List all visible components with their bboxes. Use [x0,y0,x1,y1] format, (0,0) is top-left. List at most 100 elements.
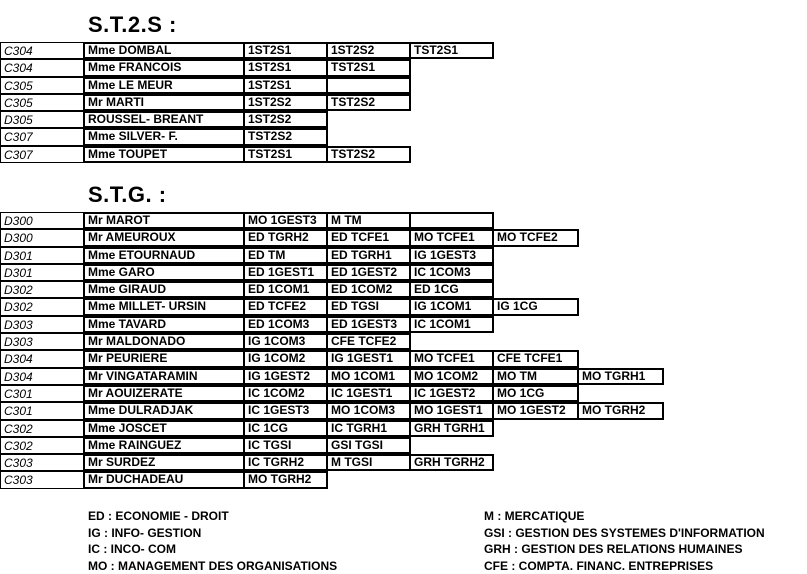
class-cell: ED 1GEST2 [326,264,411,281]
teacher-name-cell: Mme JOSCET [83,420,245,437]
class-cell [409,212,494,229]
legend-item: GSI : GESTION DES SYSTEMES D'INFORMATION [484,525,765,542]
teacher-name-cell: Mme MILLET- URSIN [83,298,245,315]
room-cell: D302 [0,281,84,298]
class-cell: ED 1COM3 [243,316,328,333]
class-cell: IC 1GEST3 [243,402,328,419]
class-cell: IC 1COM1 [409,316,494,333]
class-cell [326,77,411,94]
class-cell: ED 1COM2 [326,281,411,298]
class-cell: IC 1COM2 [243,385,328,402]
room-cell: D304 [0,368,84,385]
teacher-name-cell: Mr AMEUROUX [83,229,245,246]
room-cell: C303 [0,454,84,471]
room-cell: D301 [0,247,84,264]
class-cell: 1ST2S1 [243,42,328,59]
class-cell: MO 1GEST1 [409,402,494,419]
section-title-stg: S.T.G. : [88,182,167,208]
room-cell: C304 [0,42,84,59]
room-cell: C304 [0,59,84,76]
teacher-name-cell: Mr AOUIZERATE [83,385,245,402]
room-cell: C307 [0,146,84,163]
legend-item: GRH : GESTION DES RELATIONS HUMAINES [484,541,765,558]
room-cell: D301 [0,264,84,281]
class-cell: 1ST2S1 [243,59,328,76]
class-cell: IC 1GEST1 [326,385,411,402]
legend-item: ED : ECONOMIE - DROIT [88,508,337,525]
teacher-name-cell: Mr DUCHADEAU [83,471,245,488]
class-cell: ED 1GEST1 [243,264,328,281]
class-cell: MO TM [492,368,579,385]
room-cell: C302 [0,420,84,437]
teacher-name-cell: Mr SURDEZ [83,454,245,471]
class-cell: MO TCFE1 [409,350,494,367]
class-cell: CFE TCFE2 [326,333,411,350]
class-cell: M TM [326,212,411,229]
teacher-name-cell: Mme LE MEUR [83,77,245,94]
class-cell: M TGSI [326,454,411,471]
room-cell: C302 [0,437,84,454]
class-cell: MO 1COM2 [409,368,494,385]
class-cell: IC TGSI [243,437,328,454]
class-cell: ED 1GEST3 [326,316,411,333]
section-title-st2s: S.T.2.S : [88,12,177,38]
class-cell: ED TGRH1 [326,247,411,264]
teacher-name-cell: Mr MALDONADO [83,333,245,350]
class-cell: IG 1GEST3 [409,247,494,264]
class-cell: IG 1COM2 [243,350,328,367]
class-cell: TST2S1 [409,42,494,59]
room-cell: C303 [0,471,84,488]
class-cell: TST2S2 [326,146,411,163]
teacher-name-cell: Mr PEURIERE [83,350,245,367]
legend-left: ED : ECONOMIE - DROIT IG : INFO- GESTION… [88,508,337,574]
class-cell: IG 1GEST1 [326,350,411,367]
room-cell: D302 [0,298,84,315]
class-cell: MO 1CG [492,385,579,402]
class-cell: IC TGRH1 [326,420,411,437]
class-cell: IG 1COM3 [243,333,328,350]
class-cell: GRH TGRH1 [409,420,494,437]
legend-item: M : MERCATIQUE [484,508,765,525]
teacher-name-cell: Mr VINGATARAMIN [83,368,245,385]
class-cell: MO 1COM1 [326,368,411,385]
teacher-name-cell: Mr MARTI [83,94,245,111]
class-cell: 1ST2S1 [243,77,328,94]
teacher-name-cell: Mme FRANCOIS [83,59,245,76]
room-cell: C301 [0,402,84,419]
teacher-name-cell: ROUSSEL- BREANT [83,111,245,128]
class-cell: 1ST2S2 [243,94,328,111]
class-cell: IC TGRH2 [243,454,328,471]
class-cell: GSI TGSI [326,437,411,454]
class-cell: ED TGRH2 [243,229,328,246]
teacher-name-cell: Mme RAINGUEZ [83,437,245,454]
class-cell: MO TGRH2 [577,402,664,419]
class-cell: MO 1GEST2 [492,402,579,419]
class-cell: TST2S2 [326,94,411,111]
room-cell: C301 [0,385,84,402]
class-cell: MO TGRH2 [243,471,328,488]
room-cell: C307 [0,128,84,145]
class-cell: IG 1GEST2 [243,368,328,385]
class-cell: ED TCFE1 [326,229,411,246]
legend-item: IG : INFO- GESTION [88,525,337,542]
class-cell: TST2S1 [243,146,328,163]
room-cell: D304 [0,350,84,367]
teacher-name-cell: Mme SILVER- F. [83,128,245,145]
legend-item: IC : INCO- COM [88,541,337,558]
class-cell: ED 1COM1 [243,281,328,298]
room-cell: D303 [0,333,84,350]
class-cell: MO TGRH1 [577,368,664,385]
teacher-name-cell: Mme DULRADJAK [83,402,245,419]
teacher-name-cell: Mme TOUPET [83,146,245,163]
class-cell: IG 1COM1 [409,298,494,315]
class-cell: IG 1CG [492,298,579,315]
room-cell: C305 [0,77,84,94]
class-cell: IC 1CG [243,420,328,437]
room-cell: D305 [0,111,84,128]
class-cell: IC 1GEST2 [409,385,494,402]
legend-right: M : MERCATIQUE GSI : GESTION DES SYSTEME… [484,508,765,574]
class-cell: 1ST2S2 [326,42,411,59]
teacher-name-cell: Mme DOMBAL [83,42,245,59]
class-cell: MO TCFE2 [492,229,579,246]
class-cell: CFE TCFE1 [492,350,579,367]
